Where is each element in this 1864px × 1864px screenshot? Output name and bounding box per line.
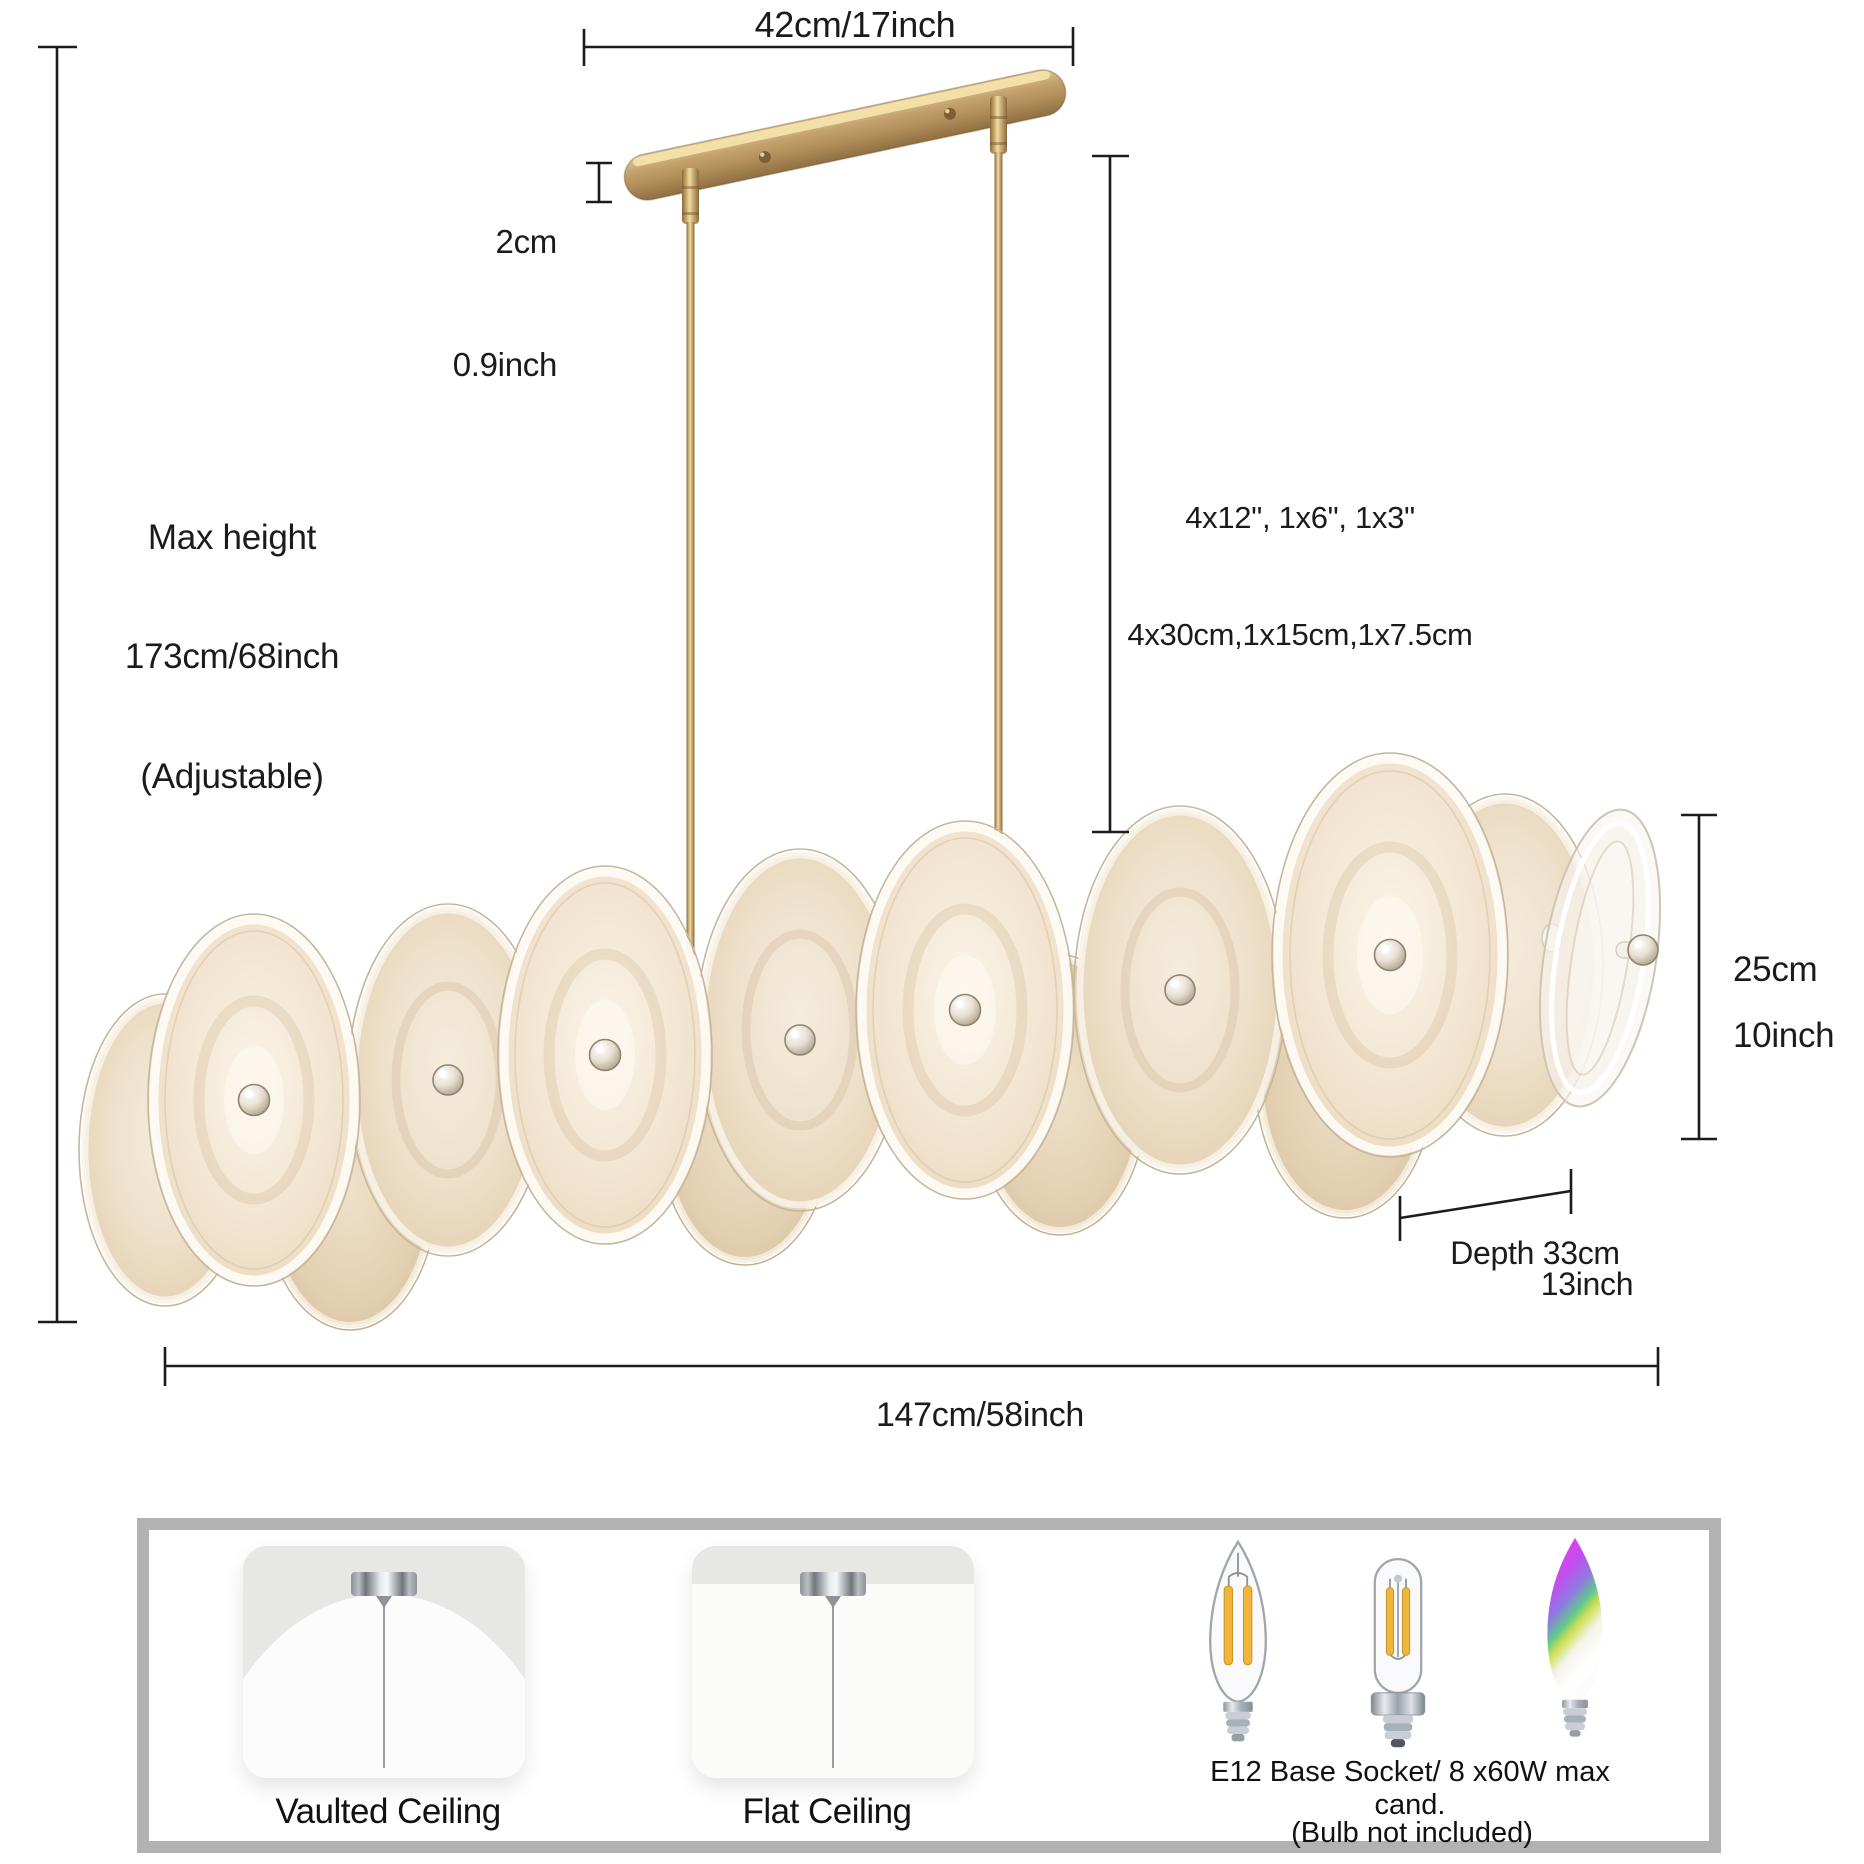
vaulted-ceiling-label: Vaulted Ceiling — [275, 1792, 501, 1831]
dim-depth-in-label: 13inch — [1540, 1266, 1634, 1302]
ceiling-canopy — [623, 69, 1067, 201]
disc-knob — [432, 974, 1196, 1096]
max-height-line3: (Adjustable) — [140, 757, 324, 797]
dim-canopy-width-line — [582, 27, 1075, 66]
dim-depth-line — [1398, 1169, 1573, 1241]
hang-rod-right — [990, 96, 1007, 864]
bulb-filament-candle-icon — [1209, 1539, 1267, 1742]
dim-max-height-line — [38, 45, 77, 1324]
hanging-wire — [383, 1602, 385, 1768]
bulb-note-label: (Bulb not included) — [1291, 1817, 1533, 1849]
flat-ceiling-card — [692, 1546, 974, 1778]
flat-ceiling-label: Flat Ceiling — [742, 1792, 912, 1831]
dim-depth-cm-label: Depth 33cm — [1450, 1235, 1620, 1271]
vaulted-ceiling-card — [243, 1546, 525, 1778]
dim-canopy-thickness-cm: 2cm — [495, 222, 558, 260]
dim-rod-length-line — [1092, 154, 1129, 834]
dim-canopy-thickness-label: 2cm 0.9inch — [452, 138, 558, 468]
hang-rod-left — [682, 168, 699, 982]
socket-info-label: E12 Base Socket/ 8 x60W max cand. — [1210, 1756, 1610, 1821]
dim-canopy-width-label: 42cm/17inch — [754, 4, 956, 45]
bulb-smart-rgb-icon — [1547, 1537, 1603, 1737]
hanging-wire — [832, 1602, 834, 1768]
dim-canopy-thickness-line — [586, 161, 612, 204]
dim-canopy-thickness-in: 0.9inch — [452, 346, 558, 384]
mount-canopy-icon — [351, 1572, 417, 1596]
dim-rod-lengths-label: 4x12", 1x6", 1x3" 4x30cm,1x15cm,1x7.5cm — [1095, 420, 1505, 732]
bulb-tubular-icon — [1370, 1558, 1426, 1748]
dim-fixture-width-label: 147cm/58inch — [875, 1396, 1085, 1434]
glass-disc-tilted-end — [1538, 808, 1662, 1108]
dim-fixture-height-line — [1681, 813, 1717, 1141]
max-height-line1: Max height — [147, 517, 317, 557]
disc-knob — [237, 938, 1407, 1117]
arrow-down-icon — [825, 1596, 841, 1608]
rod-lengths-inches: 4x12", 1x6", 1x3" — [1185, 500, 1415, 536]
dim-max-height-label: Max height 173cm/68inch (Adjustable) — [62, 438, 402, 877]
dim-fixture-height-in-label: 10inch — [1733, 1016, 1835, 1055]
rod-lengths-cm: 4x30cm,1x15cm,1x7.5cm — [1127, 617, 1473, 653]
mount-canopy-icon — [800, 1572, 866, 1596]
dim-fixture-height-cm-label: 25cm — [1733, 950, 1818, 989]
end-knob — [1627, 934, 1659, 966]
max-height-line2: 173cm/68inch — [124, 637, 340, 677]
arrow-down-icon — [376, 1596, 392, 1608]
glass-disc-front-row — [147, 752, 1509, 1287]
info-panel: Vaulted Ceiling Flat Ceiling — [137, 1518, 1721, 1853]
dim-fixture-width-line — [163, 1347, 1660, 1386]
